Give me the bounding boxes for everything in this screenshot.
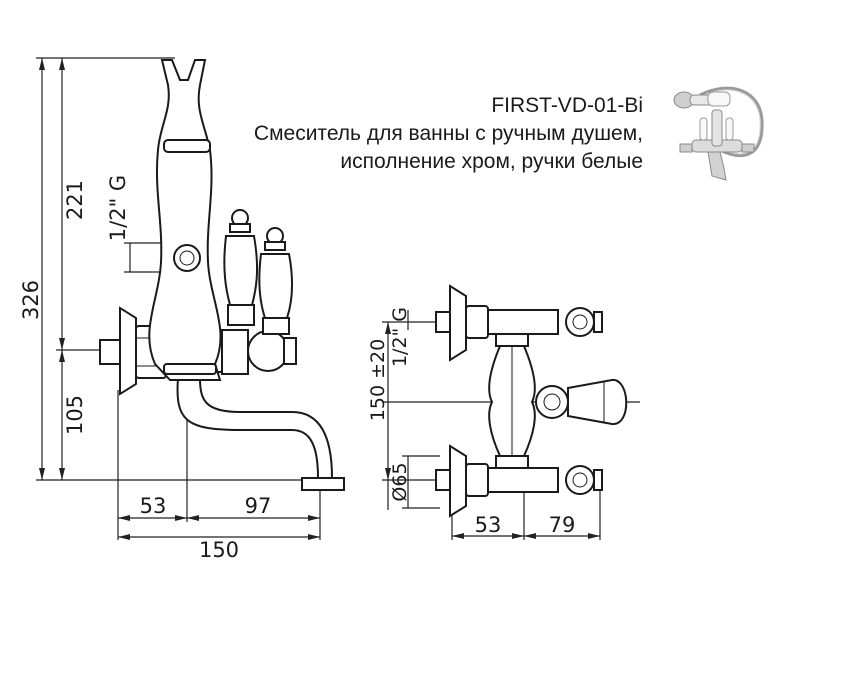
handle-right <box>258 227 294 335</box>
product-code: FIRST-VD-01-Bi <box>491 94 643 117</box>
product-thumbnail <box>673 86 764 181</box>
dim-spout-reach: 97 <box>245 494 272 518</box>
side-view: 326 221 105 1/2" G 53 97 150 <box>19 57 345 562</box>
dim-centers: 150 ±20 <box>367 339 389 421</box>
dim-axis-to-wall: 53 <box>140 494 167 518</box>
dim-overall-depth: 150 <box>199 538 239 562</box>
product-description-line1: Смеситель для ванны с ручным душем, <box>253 122 643 145</box>
product-description-line2: исполнение хром, ручки белые <box>340 150 643 173</box>
dim-top-reach: 79 <box>549 513 576 537</box>
title-block: FIRST-VD-01-Bi Смеситель для ванны с руч… <box>254 92 643 176</box>
dim-top-axis-to-wall: 53 <box>475 513 502 537</box>
dim-flange-diameter: Ø65 <box>389 462 411 501</box>
dim-hose-thread: 1/2" G <box>106 175 130 241</box>
dim-lower-height: 105 <box>63 395 87 435</box>
dim-inlet-thread: 1/2" G <box>389 307 411 367</box>
handle-left <box>223 209 259 326</box>
dim-upper-height: 221 <box>63 180 87 220</box>
dim-total-height: 326 <box>19 280 43 320</box>
top-view: 1/2" G 150 ±20 Ø65 53 79 <box>367 284 640 540</box>
